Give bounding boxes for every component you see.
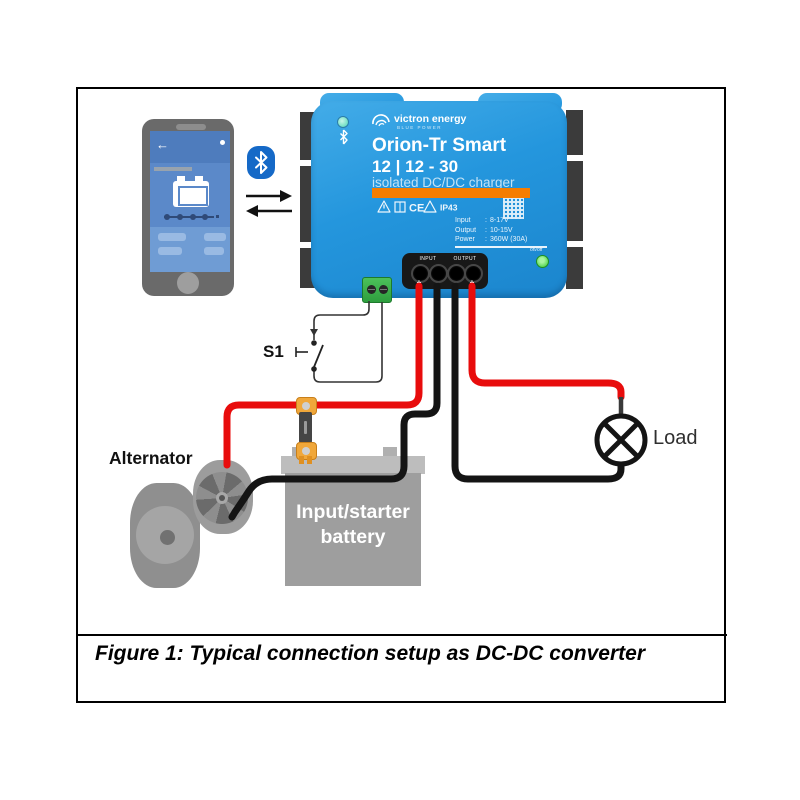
spec-row-input: Input : 8-17V [455,217,509,224]
spec-row-output: Output : 10-15V [455,226,513,234]
fuse-foot [299,456,304,464]
fuse-body [299,412,312,443]
phone-home-button [177,272,199,294]
node-dot [177,214,183,220]
inline-fuse [296,397,317,464]
product-type: isolated DC/DC charger [372,175,515,190]
app-button [158,233,186,241]
phone-speaker [176,124,206,130]
fan-hub-center [219,495,225,501]
app-button [158,247,182,255]
ip-rating: IP43 [440,203,458,213]
node-dot [164,214,170,220]
battery-icon-terminal [177,176,185,181]
certification-marks: CE IP43 [377,200,458,215]
app-progress-bar [154,167,192,171]
figure-border [76,87,726,703]
device-specs: Input : 8-17V Output : 10-15V Power : 36… [455,216,550,245]
output-terminals-label: OUTPUT [453,256,477,262]
power-led [536,255,549,268]
remote-connector [362,277,392,303]
input-terminals-label: INPUT [419,256,437,262]
onoff-label: on/off [530,247,543,253]
device-status-led [337,116,349,128]
disposal-triangle-icon [423,200,437,213]
warning-triangle-icon [377,200,391,213]
phone-screen-victronconnect-app: ← [150,131,230,272]
heatsink-fin [566,247,583,289]
app-status-dot [220,140,225,145]
app-top-bar [150,131,230,163]
back-arrow-icon: ← [156,137,169,152]
product-name: Orion-Tr Smart [372,135,507,156]
spec-row-power: Power : 360W (30A) [455,236,528,243]
load-label: Load [653,427,698,449]
node-dot [190,214,196,220]
sign-plus: + [416,278,422,287]
connector-screw [367,285,376,294]
app-button [204,233,226,241]
fuse-window [304,421,307,434]
battery-icon-terminal [195,176,203,181]
node-end-tick [216,215,219,218]
qr-code [503,198,524,219]
heatsink-fin [566,161,583,241]
device-bluetooth-icon [340,129,348,145]
figure-caption: Figure 1: Typical connection setup as DC… [95,642,645,665]
switch-label: S1 [263,342,284,361]
product-model: 12 | 12 - 30 [372,157,459,176]
heatsink-fin [566,110,583,155]
alternator-shaft [160,530,175,545]
bluetooth-icon [247,146,275,179]
sign-minus: - [435,278,439,287]
orange-accent-bar [372,188,530,198]
fuse-eyelet [302,402,310,410]
fuse-foot [307,456,312,464]
brand-name: victron energy [394,113,467,125]
caption-separator [76,634,727,636]
victron-logo-icon [372,114,390,127]
sign-plus: + [469,278,475,287]
fuse-eyelet [302,447,310,455]
spec-underline [455,246,547,248]
node-chain-line [164,216,214,218]
terminal-block: INPUT OUTPUT + - - + [402,253,488,289]
connector-screw [379,285,388,294]
app-button [204,247,224,255]
battery-icon-inner [178,186,208,206]
battery-label: Input/starter battery [296,501,410,548]
sign-minus: - [453,278,457,287]
brand-tagline: blue power [397,125,443,130]
ce-mark: CE [409,203,424,215]
terminal-output-plus [464,264,483,283]
node-dot [202,214,208,220]
alternator-label: Alternator [109,448,193,468]
